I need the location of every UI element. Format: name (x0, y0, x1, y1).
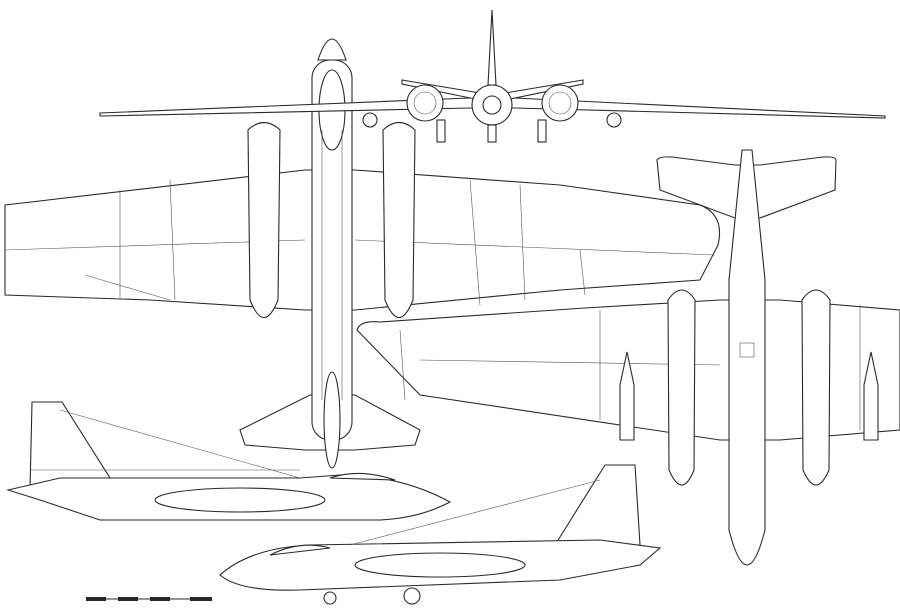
top-view-engine-left (247, 121, 281, 319)
front-view-engine-left (406, 84, 444, 122)
side-view-port (5, 401, 452, 521)
top-view-engine-right (382, 121, 416, 319)
bottom-view-engine-right (801, 289, 831, 486)
top-view-wing (4, 169, 721, 311)
side-view-port-engine (154, 487, 326, 513)
side-view-starboard-fin (554, 464, 641, 546)
bottom-view (356, 149, 900, 566)
bottom-view-engine-left (667, 289, 696, 486)
side-view-starboard-engine (354, 552, 526, 578)
bottom-view-fuselage (728, 149, 766, 566)
side-view-starboard (219, 464, 662, 605)
front-view-fin (487, 9, 497, 86)
scale-bar (86, 597, 212, 601)
front-view (99, 9, 886, 143)
side-view-port-fin (29, 401, 111, 491)
front-view-engine-right (541, 84, 579, 122)
